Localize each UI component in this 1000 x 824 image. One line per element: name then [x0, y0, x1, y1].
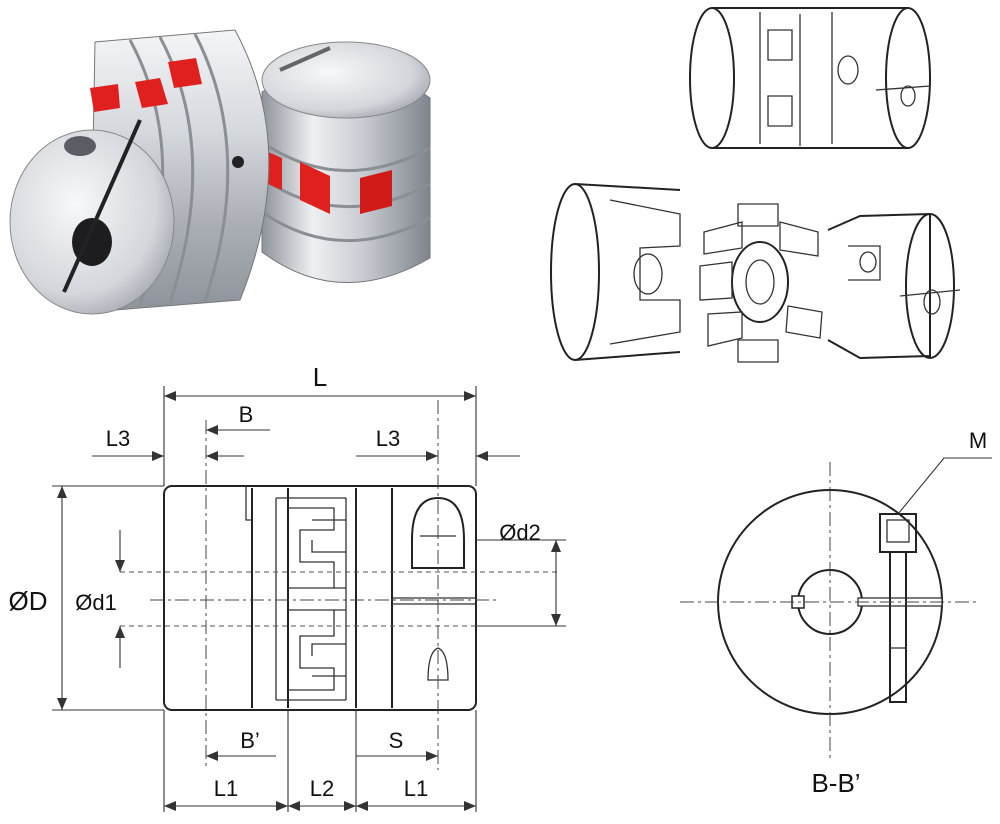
dim-L1-L2-L1 [164, 801, 476, 811]
spider-element-sketch [699, 203, 823, 363]
label-B-prime: B’ [240, 728, 260, 753]
label-L3-right: L3 [376, 426, 400, 451]
label-d2: Ød2 [499, 520, 541, 545]
label-section: B-B’ [811, 768, 860, 798]
label-M: M [969, 428, 987, 453]
dim-S [356, 751, 438, 761]
jaw-pattern [275, 497, 347, 701]
coupling-sketch-exploded [550, 183, 961, 363]
coupling-side-view: L B L3 L3 ØD Ød1 Ød2 B’ S L1 L2 L1 [9, 362, 566, 812]
label-L2: L2 [310, 776, 334, 801]
label-S: S [389, 728, 404, 753]
section-view: M B-B’ [680, 428, 992, 798]
label-L1-right: L1 [404, 776, 428, 801]
dim-d2 [551, 540, 561, 626]
dim-D [57, 486, 67, 710]
label-B: B [239, 402, 254, 427]
dim-d1 [115, 530, 125, 668]
coupling-photo-lying [9, 29, 270, 315]
dim-L [164, 391, 476, 401]
label-L1-left: L1 [214, 776, 238, 801]
coupling-sketch-assembled [689, 7, 931, 149]
section-clamp-screw [879, 513, 917, 703]
clamp-screw-view [392, 496, 476, 681]
label-L3-left: L3 [106, 426, 130, 451]
label-L: L [313, 362, 327, 392]
dim-L3-left [92, 451, 244, 461]
bore-hidden-lines [120, 571, 560, 627]
dim-B [206, 425, 270, 435]
dim-B-prime [206, 751, 276, 761]
coupling-photo-upright [261, 41, 431, 283]
coupling-photo [9, 29, 431, 315]
label-d1: Ød1 [75, 590, 117, 615]
dim-L3-right [356, 451, 520, 461]
label-D: ØD [9, 586, 48, 616]
